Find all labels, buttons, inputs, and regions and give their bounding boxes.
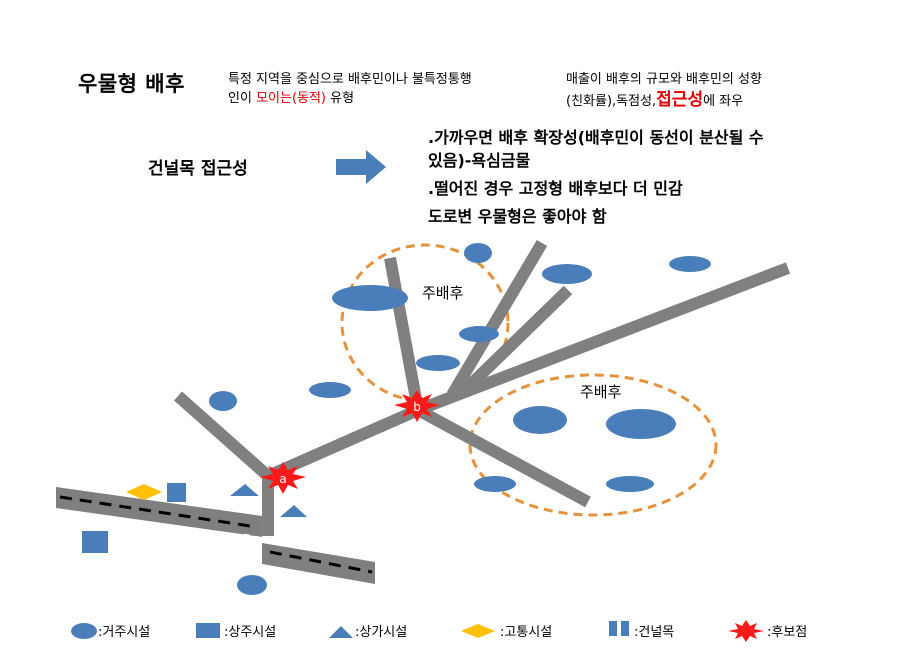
note-text: .가까우면 배후 확장성(배후민이 동선이 분산될 수 — [428, 128, 764, 147]
point-b-label: b — [413, 400, 421, 414]
sales-factors: 매출이 배후의 규모와 배후민의 성향 (친화률),독점성,접근성에 좌우 — [566, 70, 866, 112]
legend-candidate-label: :후보점 — [767, 625, 807, 640]
access-note: 도로변 우물형은 좋아야 함 — [428, 207, 607, 226]
residential-icon — [474, 476, 516, 492]
residential-icon — [542, 264, 592, 284]
zone-2-label: 주배후 — [580, 383, 622, 401]
commercial-facility-icon — [230, 484, 259, 496]
desc-text: 인이 — [228, 91, 257, 106]
candidate-star-a-icon — [260, 462, 306, 494]
legend-crosswalk-label: :건널목 — [634, 625, 674, 640]
sales-factors-line-1: 매출이 배후의 규모와 배후민의 성향 — [566, 72, 762, 87]
residential-icon — [416, 355, 460, 371]
access-note: .떨어진 경우 고정형 배후보다 더 민감 — [428, 179, 683, 198]
note-text: 있음)-욕심금물 — [428, 151, 531, 170]
transport-facility-icon — [126, 484, 162, 500]
residential-icon — [332, 285, 408, 311]
type-description-line-1: 특정 지역을 중심으로 배후민이나 불특정통행 — [228, 72, 472, 87]
residential-icon — [209, 391, 237, 411]
legend-crosswalk-icon — [621, 621, 629, 636]
legend-residential-label: :거주시설 — [98, 625, 150, 640]
factor-text: 에 좌우 — [703, 94, 744, 109]
crosswalk-marking — [240, 533, 250, 561]
legend-commercial-label: :상가시설 — [355, 625, 407, 640]
side-roads — [174, 239, 791, 536]
residential-icon — [309, 382, 351, 398]
legend-mixed-label: :상주시설 — [224, 625, 276, 640]
residential-icon — [513, 406, 567, 434]
residential-facilities — [209, 243, 711, 595]
factor-text: (친화률),독점성, — [566, 94, 657, 109]
legend-residential-icon — [71, 623, 97, 639]
legend-commercial-icon — [329, 626, 353, 638]
legend-transport-icon — [461, 624, 495, 638]
page-title: 우물형 배후 — [78, 72, 185, 96]
point-a-label: a — [279, 472, 286, 486]
legend-candidate-icon — [728, 620, 764, 642]
candidate-star-b-icon — [394, 390, 440, 422]
legend-transport-label: :고통시설 — [500, 625, 552, 640]
zone-1-label: 주배후 — [422, 284, 464, 302]
residential-icon — [669, 256, 711, 272]
residential-icon — [464, 243, 492, 263]
major-road — [56, 487, 375, 584]
residential-icon — [606, 409, 676, 439]
legend-mixed-icon — [196, 623, 220, 638]
mixed-facility-icon — [82, 531, 108, 553]
type-description-line-2: 인이 모이는(동적) 유형 — [228, 89, 548, 108]
legend: :거주시설 :상주시설 :상가시설 :고통시설 :건널목 :후보점 — [71, 620, 807, 642]
crosswalk-access-label: 건널목 접근성 — [148, 159, 248, 179]
factor-highlight: 접근성 — [656, 90, 704, 110]
commercial-facility-icon — [280, 505, 307, 517]
crosswalk-marking — [250, 535, 260, 563]
residential-icon — [459, 326, 499, 342]
residential-icon — [237, 575, 267, 595]
type-description: 특정 지역을 중심으로 배후민이나 불특정통행 인이 모이는(동적) 유형 — [228, 70, 548, 108]
main-trade-zone-2 — [468, 373, 718, 517]
desc-text: 유형 — [326, 91, 355, 106]
legend-crosswalk-icon — [609, 621, 617, 636]
residential-icon — [606, 476, 654, 492]
sales-factors-line-2: (친화률),독점성,접근성에 좌우 — [566, 90, 866, 112]
mixed-facility-icon — [167, 483, 186, 502]
desc-highlight: 모이는(동적) — [256, 91, 327, 106]
right-arrow-icon — [336, 150, 386, 184]
